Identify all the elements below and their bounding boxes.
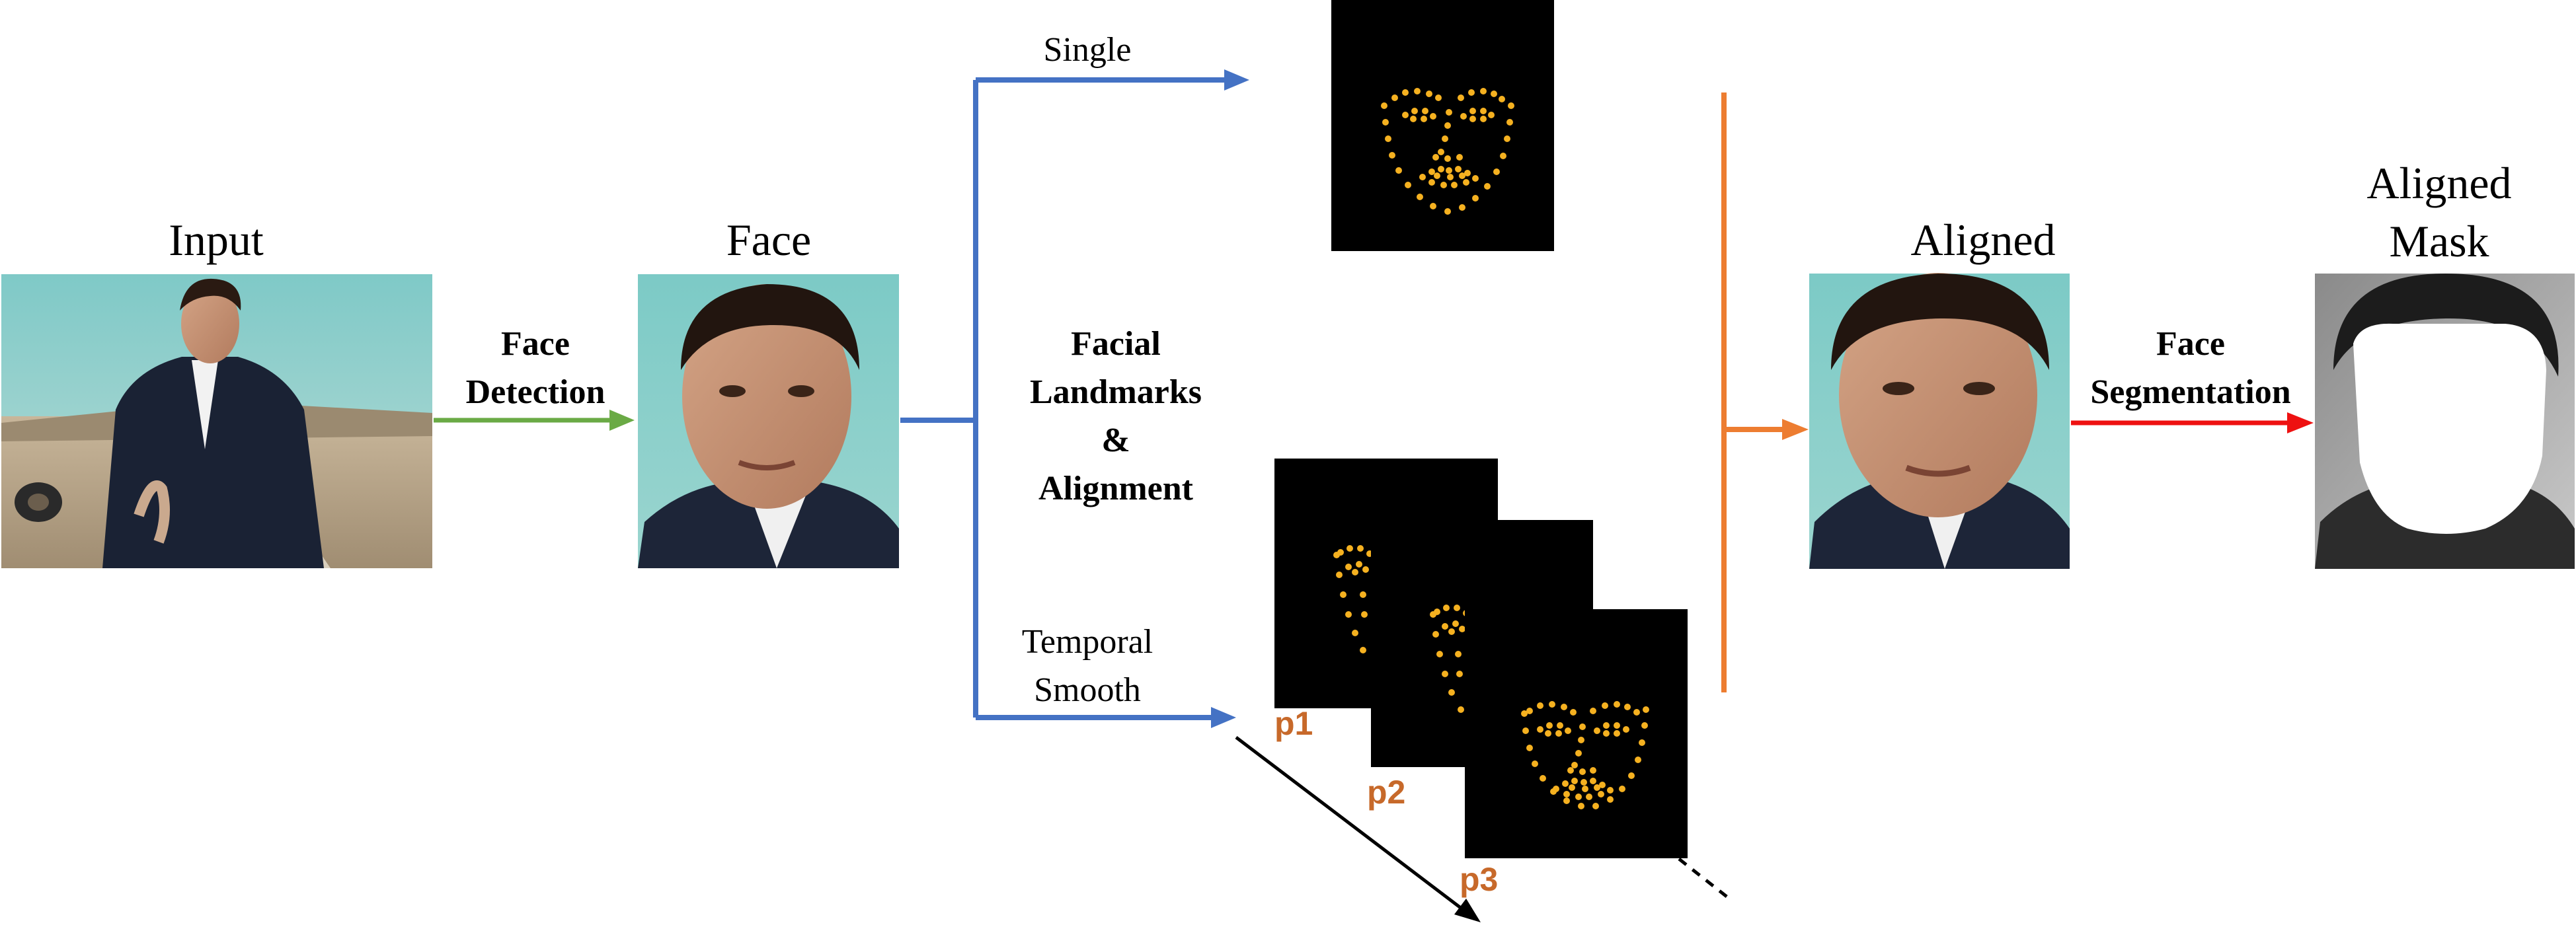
temporal-smooth-label-line2: Smooth	[1034, 671, 1141, 709]
face-title: Face	[726, 215, 811, 265]
facial-landmark-dots-icon	[1333, 545, 1373, 653]
face-segmentation-label-line1: Face	[2156, 325, 2225, 363]
p2-tag: p2	[1367, 774, 1405, 811]
facial-landmarks-label-line1: Facial	[1071, 325, 1161, 363]
input-photo	[1, 274, 432, 568]
time-arrow	[1235, 736, 1731, 922]
aligned-mask-title-line2: Mask	[2389, 216, 2489, 266]
facial-landmarks-label-line2: Landmarks	[1030, 373, 1202, 411]
facial-landmarks-label-line4: Alignment	[1038, 470, 1194, 507]
aligned-title: Aligned	[1910, 215, 2055, 265]
aligned-photo	[1809, 273, 2070, 569]
face-detection-label-line2: Detection	[466, 373, 605, 411]
facial-landmark-dots-icon	[1521, 701, 1649, 809]
landmark-panel-p3	[1465, 609, 1688, 858]
face-photo	[638, 274, 899, 568]
landmark-branch-lines	[900, 69, 1249, 728]
p3-tag: p3	[1460, 861, 1498, 898]
p1-tag: p1	[1274, 705, 1313, 742]
face-segmentation-label-line2: Segmentation	[2090, 373, 2290, 411]
temporal-smooth-label-line1: Temporal	[1022, 623, 1153, 661]
face-segmentation-arrow	[2071, 412, 2314, 433]
face-detection-arrow	[434, 410, 635, 431]
input-title: Input	[169, 215, 264, 265]
single-label: Single	[1044, 31, 1132, 69]
aligned-mask-photo	[2315, 274, 2575, 569]
facial-landmark-dots-icon	[1381, 88, 1514, 215]
single-landmark-panel	[1331, 0, 1554, 251]
facial-landmark-dots-icon	[1430, 605, 1469, 713]
face-detection-label-line1: Face	[501, 325, 570, 363]
merge-line	[1721, 92, 1809, 692]
facial-landmarks-label-line3: &	[1101, 422, 1130, 459]
aligned-mask-title-line1: Aligned	[2366, 158, 2511, 208]
